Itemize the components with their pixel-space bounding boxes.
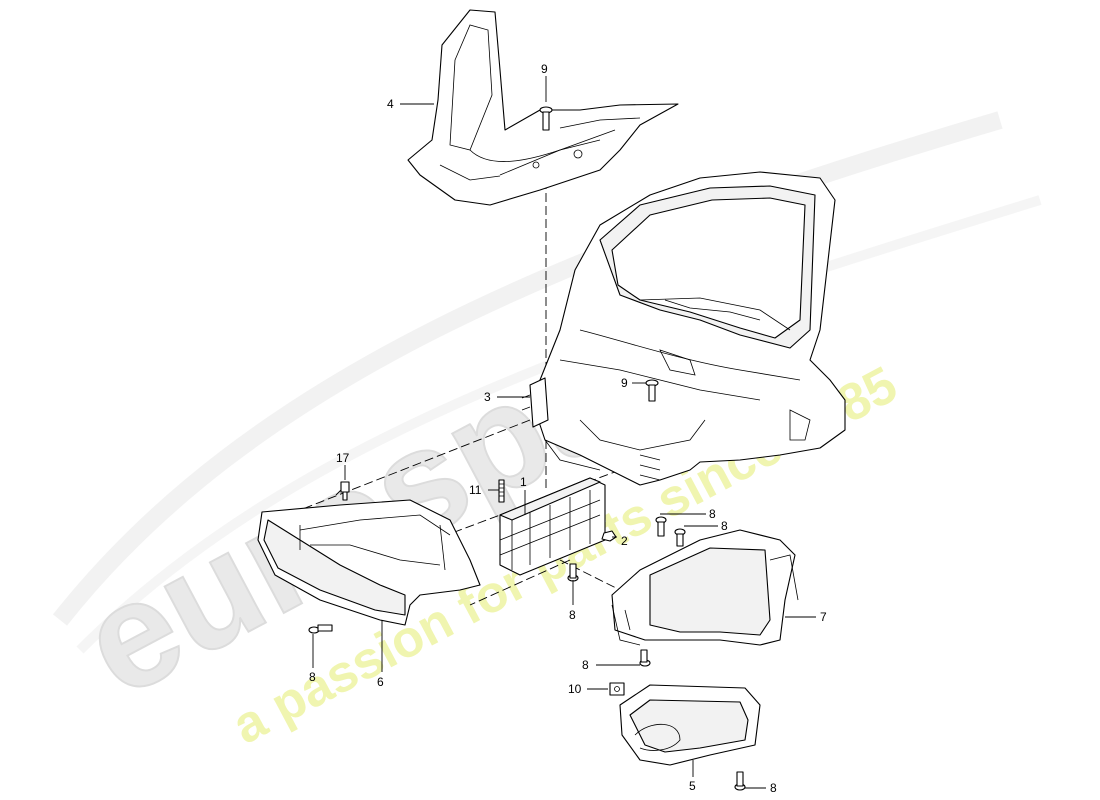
callout-8-upper-a: 8 (709, 507, 716, 521)
clip-10 (609, 682, 625, 696)
callout-1: 1 (520, 475, 527, 489)
fasteners (308, 106, 746, 791)
callout-5: 5 (689, 779, 696, 793)
callout-6: 6 (377, 675, 384, 689)
callout-8-upper-b: 8 (721, 519, 728, 533)
screw-8-upper-a (655, 516, 667, 537)
bolt-11 (498, 479, 505, 503)
body-shell (534, 171, 846, 486)
part-4-upper-duct (407, 9, 679, 206)
screw-8-right (639, 649, 651, 667)
bolt-9-top (539, 106, 553, 131)
callout-3: 3 (484, 390, 491, 404)
screw-8-left (308, 624, 333, 634)
callout-8-center: 8 (569, 608, 576, 622)
callout-10: 10 (568, 682, 582, 696)
callout-4: 4 (387, 97, 394, 111)
callout-11: 11 (469, 483, 482, 497)
callout-7: 7 (820, 610, 827, 624)
callout-9-mid: 9 (621, 376, 628, 390)
bolt-17 (335, 481, 350, 501)
callout-17: 17 (336, 451, 350, 465)
part-6-grille-frame (257, 499, 481, 626)
screw-8-bottom (734, 771, 746, 791)
part-5-lower-duct (619, 684, 761, 766)
callout-8-bottom: 8 (770, 781, 777, 795)
callout-9-top: 9 (541, 62, 548, 76)
part-7-air-duct (611, 529, 799, 646)
callout-2: 2 (621, 534, 628, 548)
callout-labels: 9 4 3 9 17 11 1 2 8 8 8 7 8 6 8 10 5 8 (309, 62, 827, 795)
nut-2 (601, 530, 617, 542)
part-3-bracket (521, 377, 549, 428)
callout-8-right: 8 (582, 658, 589, 672)
leader-lines (312, 76, 816, 789)
screw-8-center (567, 563, 579, 582)
callout-8-left: 8 (309, 670, 316, 684)
screw-8-upper-b (674, 528, 686, 547)
